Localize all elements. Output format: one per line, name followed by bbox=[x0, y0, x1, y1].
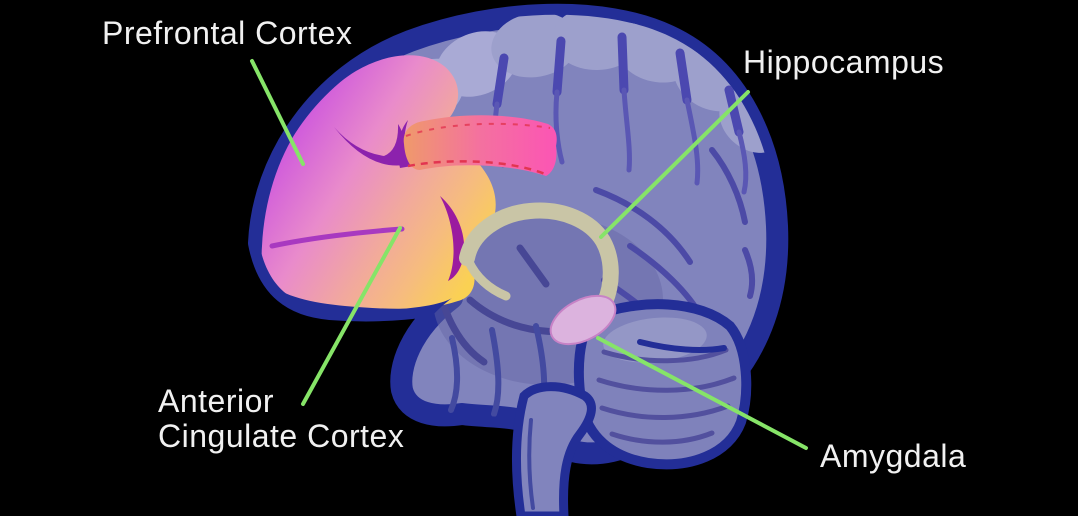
region-amygdala bbox=[549, 294, 617, 346]
leader-line-hippocampus bbox=[599, 90, 750, 239]
brainstem-body bbox=[512, 382, 596, 516]
brainstem bbox=[512, 382, 596, 516]
leader-line-anterior-cingulate-cortex bbox=[301, 226, 402, 406]
label-acc-line2: Cingulate Cortex bbox=[158, 418, 405, 454]
cerebellum-crease bbox=[637, 339, 727, 353]
label-acc-line1: Anterior bbox=[158, 383, 275, 419]
highlight-crevices bbox=[334, 120, 465, 281]
label-amygdala: Amygdala bbox=[820, 438, 967, 474]
region-anterior-cingulate-crease bbox=[269, 226, 405, 249]
cingulate-band-edge bbox=[405, 122, 551, 137]
label-hippocampus: Hippocampus bbox=[743, 44, 945, 80]
leader-line-amygdala bbox=[596, 336, 808, 450]
region-fornix bbox=[464, 257, 511, 301]
leader-line-prefrontal-cortex bbox=[250, 59, 305, 166]
highlight-regions bbox=[261, 55, 557, 309]
brainstem-crease bbox=[527, 418, 535, 510]
label-prefrontal-cortex: Prefrontal Cortex bbox=[102, 15, 353, 51]
cingulate-band-edge bbox=[407, 160, 546, 176]
region-cingulate-band bbox=[403, 115, 557, 176]
cerebellum-folds bbox=[596, 347, 737, 445]
label-anterior-cingulate-cortex: Anterior Cingulate Cortex bbox=[158, 384, 404, 454]
